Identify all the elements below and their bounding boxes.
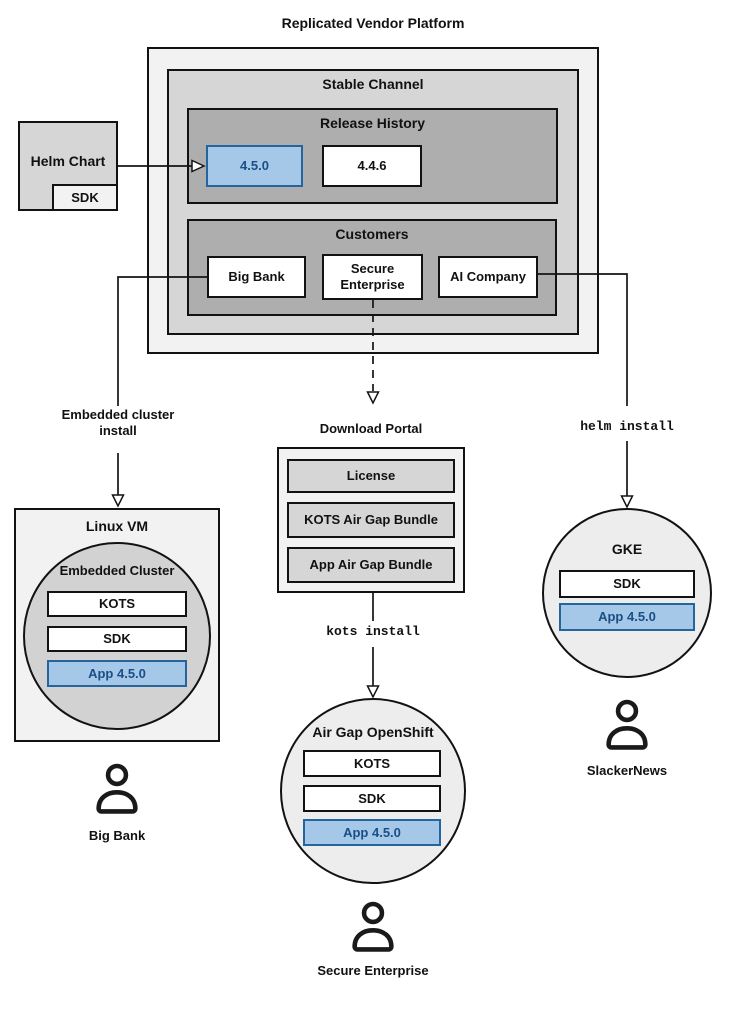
linux-vm-app-node: App 4.5.0 xyxy=(47,660,187,687)
big-bank-user-icon xyxy=(88,758,146,818)
helm-chart-sdk-node: SDK xyxy=(52,184,118,211)
openshift-kots-node: KOTS xyxy=(303,750,441,777)
gke-title: GKE xyxy=(611,541,643,557)
customer-node-secure-enterprise: Secure Enterprise xyxy=(322,254,423,300)
customers-title: Customers xyxy=(335,226,409,242)
linux-vm-sdk-node: SDK xyxy=(47,626,187,652)
kots-install-label: kots install xyxy=(326,624,420,639)
slackernews-user-icon xyxy=(598,694,656,754)
download-portal-arrowhead xyxy=(366,391,380,405)
platform-title: Replicated Vendor Platform xyxy=(281,15,465,31)
gke-sdk-node: SDK xyxy=(559,570,695,598)
slackernews-user-label: SlackerNews xyxy=(586,763,668,778)
helm-install-label: helm install xyxy=(580,419,674,434)
helm-chart-label: Helm Chart xyxy=(30,153,106,169)
embedded-cluster-title: Embedded Cluster xyxy=(59,563,175,578)
portal-item-license: License xyxy=(287,459,455,493)
kots-install-arrowhead xyxy=(366,685,380,699)
openshift-sdk-node: SDK xyxy=(303,785,441,812)
gke-app-node: App 4.5.0 xyxy=(559,603,695,631)
air-gap-openshift-title: Air Gap OpenShift xyxy=(312,724,434,740)
linux-vm-kots-node: KOTS xyxy=(47,591,187,617)
openshift-app-node: App 4.5.0 xyxy=(303,819,441,846)
embedded-install-label: Embedded cluster install xyxy=(61,407,175,439)
customer-node-ai-company: AI Company xyxy=(438,256,538,298)
secure-enterprise-user-icon xyxy=(344,896,402,956)
secure-enterprise-user-label: Secure Enterprise xyxy=(317,963,429,978)
big-bank-user-label: Big Bank xyxy=(88,828,146,843)
download-portal-title: Download Portal xyxy=(319,421,423,436)
portal-item-kots-bundle: KOTS Air Gap Bundle xyxy=(287,502,455,538)
stable-channel-title: Stable Channel xyxy=(322,76,424,92)
helm-install-arrowhead xyxy=(620,495,634,509)
customer-node-big-bank: Big Bank xyxy=(207,256,306,298)
embedded-install-arrowhead xyxy=(111,494,125,508)
linux-vm-title: Linux VM xyxy=(85,518,149,534)
release-history-title: Release History xyxy=(319,115,426,131)
release-node-current: 4.5.0 xyxy=(206,145,303,187)
release-node-previous: 4.4.6 xyxy=(322,145,422,187)
portal-item-app-bundle: App Air Gap Bundle xyxy=(287,547,455,583)
